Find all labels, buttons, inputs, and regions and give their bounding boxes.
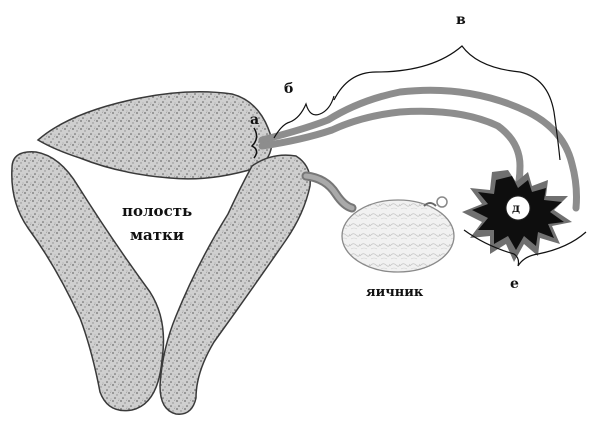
label-uterine-cavity-1: полость (122, 202, 192, 220)
uterus-left-wall (12, 152, 164, 411)
label-v: в (456, 12, 466, 28)
uterus-right-wall (160, 155, 310, 414)
uterus-fundus (38, 92, 272, 179)
egg-cell (437, 197, 447, 207)
label-d: д (512, 201, 520, 215)
label-uterine-cavity-2: матки (130, 226, 184, 244)
label-b: б (284, 81, 293, 97)
label-a: а (250, 112, 259, 128)
label-e: е (510, 276, 519, 292)
ovary (342, 200, 454, 272)
label-ovary: яичник (366, 285, 424, 300)
ovary-notch (424, 203, 436, 206)
